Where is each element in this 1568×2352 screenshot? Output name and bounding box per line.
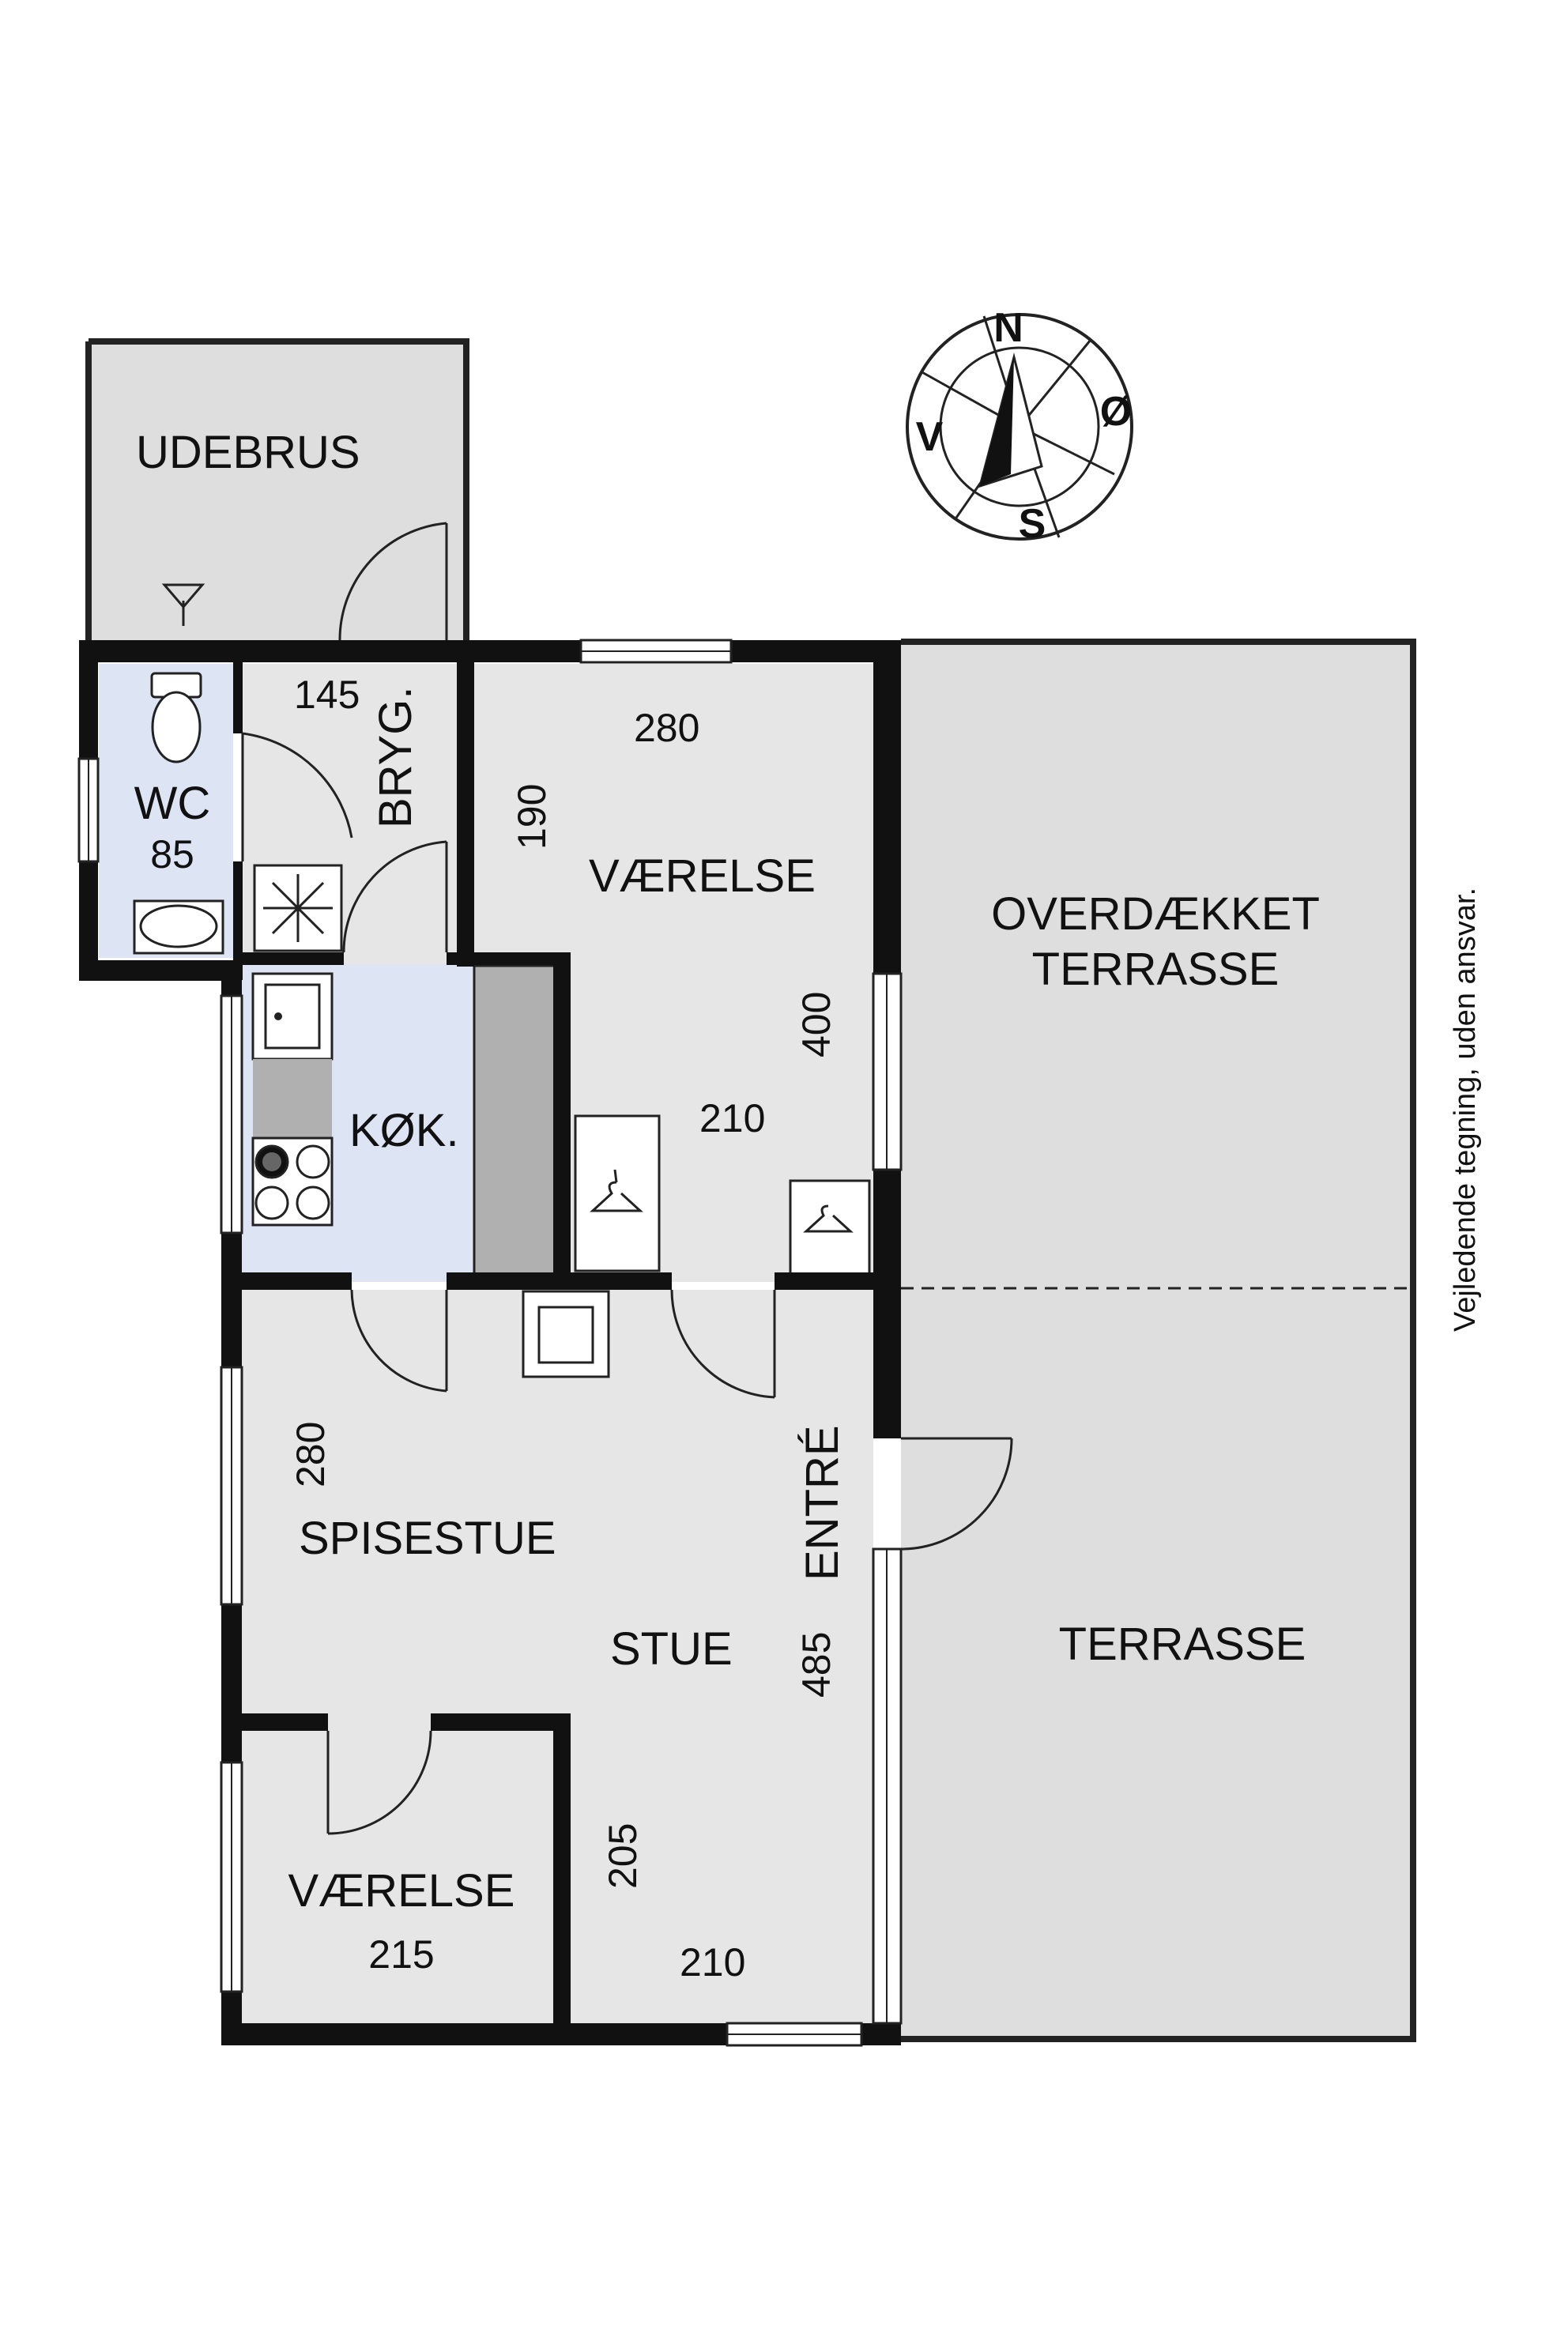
- udebrus-label: UDEBRUS: [136, 427, 360, 478]
- vaerelse-north-height-2: 400: [794, 992, 839, 1057]
- sink-icon: [133, 899, 224, 955]
- room-labels: UDEBRUS WC 85 145 BRYG. 280 190 VÆRELSE …: [134, 427, 1320, 1984]
- terrasse-label: TERRASSE: [1059, 1619, 1306, 1670]
- bryg-label: BRYG.: [370, 687, 421, 828]
- spisestue-dimension: 280: [288, 1422, 333, 1487]
- boiler-icon: [253, 864, 343, 952]
- stue-label: STUE: [610, 1623, 733, 1675]
- spisestue-label: SPISESTUE: [299, 1513, 556, 1564]
- entre-label: ENTRÉ: [797, 1425, 848, 1581]
- wardrobe-icon: [789, 1179, 871, 1277]
- doors: [241, 522, 1013, 1835]
- overdaekket-label-2: TERRASSE: [1032, 944, 1280, 995]
- door: [326, 1730, 432, 1835]
- vaerelse-south-label: VÆRELSE: [288, 1865, 515, 1917]
- door: [338, 522, 448, 641]
- outdoor-outlines: [85, 338, 1416, 2042]
- fireplace-icon: [522, 1290, 610, 1378]
- wc-label: WC: [134, 778, 211, 829]
- compass-east: Ø: [1100, 389, 1132, 435]
- fixtures: [133, 583, 871, 1378]
- vaerelse-north-width: 280: [634, 706, 699, 750]
- kitchen-island: [473, 964, 563, 1277]
- bryg-dimension: 145: [294, 673, 360, 717]
- window-centerlines: [88, 650, 888, 2035]
- udebrus-area: [89, 341, 466, 640]
- walls: [79, 640, 901, 2045]
- disclaimer-text: Vejledende tegning, uden ansvar.: [1449, 888, 1482, 1332]
- wardrobe-icon: [574, 1114, 661, 1272]
- shower-head-icon: [161, 583, 205, 626]
- overdaekket-terrasse-area: [901, 642, 1413, 1288]
- stue-height: 485: [794, 1632, 839, 1698]
- stue-height-2: 205: [601, 1823, 645, 1889]
- door: [342, 840, 448, 953]
- vaerelse-north-depth: 210: [699, 1096, 765, 1140]
- compass-south: S: [1019, 501, 1046, 547]
- door: [350, 1289, 448, 1393]
- door: [241, 732, 353, 861]
- compass-west: V: [916, 414, 944, 460]
- stove-icon: [251, 1136, 334, 1227]
- compass-rose: N Ø S V: [906, 305, 1133, 547]
- kitchen-counter: [253, 1059, 332, 1138]
- kitchen-sink-icon: [251, 972, 334, 1061]
- compass-north: N: [993, 305, 1023, 351]
- vaerelse-south-dimension: 215: [368, 1932, 434, 1977]
- door: [670, 1289, 776, 1399]
- stue-width: 210: [680, 1940, 745, 1984]
- vaerelse-north-height: 190: [510, 784, 554, 850]
- terrasse-area: [901, 1288, 1413, 2039]
- vaerelse-south-area: [249, 1732, 561, 2031]
- wc-dimension: 85: [150, 832, 194, 876]
- kok-label: KØK.: [349, 1105, 459, 1156]
- toilet-icon: [150, 672, 202, 763]
- vaerelse-north-label: VÆRELSE: [589, 850, 816, 902]
- overdaekket-label-1: OVERDÆKKET: [991, 888, 1320, 940]
- door: [900, 1437, 1013, 1551]
